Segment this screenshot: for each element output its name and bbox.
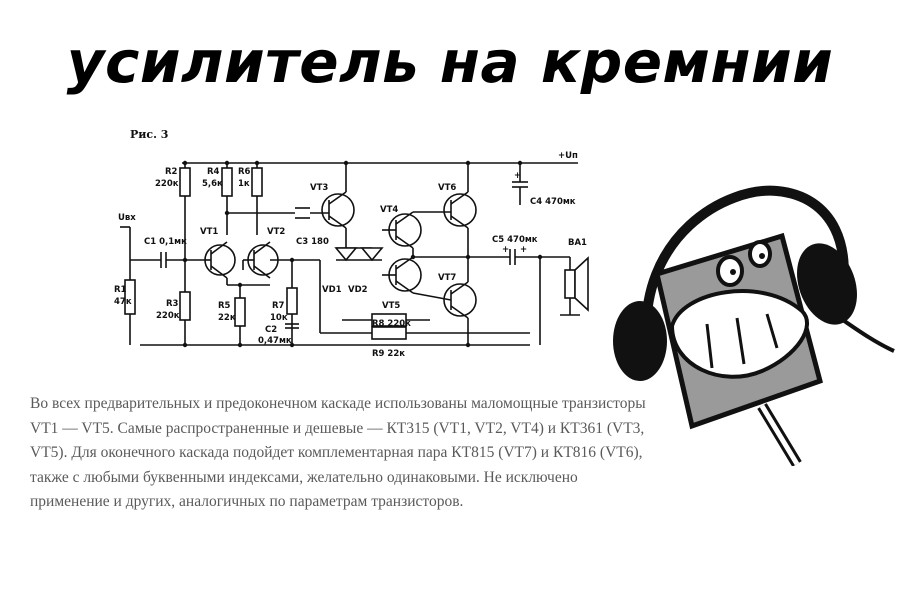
c5-plus-2: + bbox=[520, 245, 527, 255]
r1-value: 47к bbox=[114, 297, 132, 307]
r4-label: R4 bbox=[207, 167, 220, 177]
vplus-label: +Uп bbox=[558, 151, 578, 161]
c5-plus: + bbox=[502, 245, 509, 255]
vt3-label: VT3 bbox=[310, 183, 328, 193]
r5-value: 22к bbox=[218, 313, 236, 323]
r2-value: 220к bbox=[155, 179, 179, 189]
vt2-label: VT2 bbox=[267, 227, 285, 237]
r6-label: R6 bbox=[238, 167, 251, 177]
c5-label: C5 470мк bbox=[492, 235, 538, 245]
vt1-label: VT1 bbox=[200, 227, 218, 237]
figure-caption: Рис. 3 bbox=[130, 128, 168, 141]
r1-label: R1 bbox=[114, 285, 127, 295]
description-paragraph: Во всех предварительных и предоконечном … bbox=[30, 395, 646, 510]
r3-value: 220к bbox=[156, 311, 180, 321]
r4-value: 5,6к bbox=[202, 179, 223, 189]
headphones-mascot-illustration bbox=[613, 185, 895, 466]
c2-value: 0,47мк bbox=[258, 336, 292, 346]
r3-label: R3 bbox=[166, 299, 179, 309]
r5-label: R5 bbox=[218, 301, 231, 311]
r9-label: R9 22к bbox=[372, 349, 405, 359]
vd1-label: VD1 bbox=[322, 285, 342, 295]
vt5-label: VT5 bbox=[382, 301, 400, 311]
vt6-label: VT6 bbox=[438, 183, 456, 193]
c2-label: C2 bbox=[265, 325, 277, 335]
vd2-label: VD2 bbox=[348, 285, 368, 295]
c3-label: C3 180 bbox=[296, 237, 329, 247]
r6-value: 1к bbox=[238, 179, 250, 189]
c4-plus: + bbox=[514, 171, 521, 181]
r7-label: R7 bbox=[272, 301, 285, 311]
page-title: усилитель на кремнии bbox=[66, 28, 834, 96]
amplifier-schematic: Рис. 3 +Uп Uвх C1 0,1мк R1 47к R2 220к R… bbox=[114, 128, 589, 359]
r8-label: R8 220к bbox=[372, 319, 411, 329]
r2-label: R2 bbox=[165, 167, 178, 177]
ba1-label: BA1 bbox=[568, 238, 587, 248]
c4-label: C4 470мк bbox=[530, 197, 576, 207]
r7-value: 10к bbox=[270, 313, 288, 323]
uin-label: Uвх bbox=[118, 213, 136, 223]
c1-label: C1 0,1мк bbox=[144, 237, 187, 247]
vt7-label: VT7 bbox=[438, 273, 456, 283]
vt4-label: VT4 bbox=[380, 205, 398, 215]
